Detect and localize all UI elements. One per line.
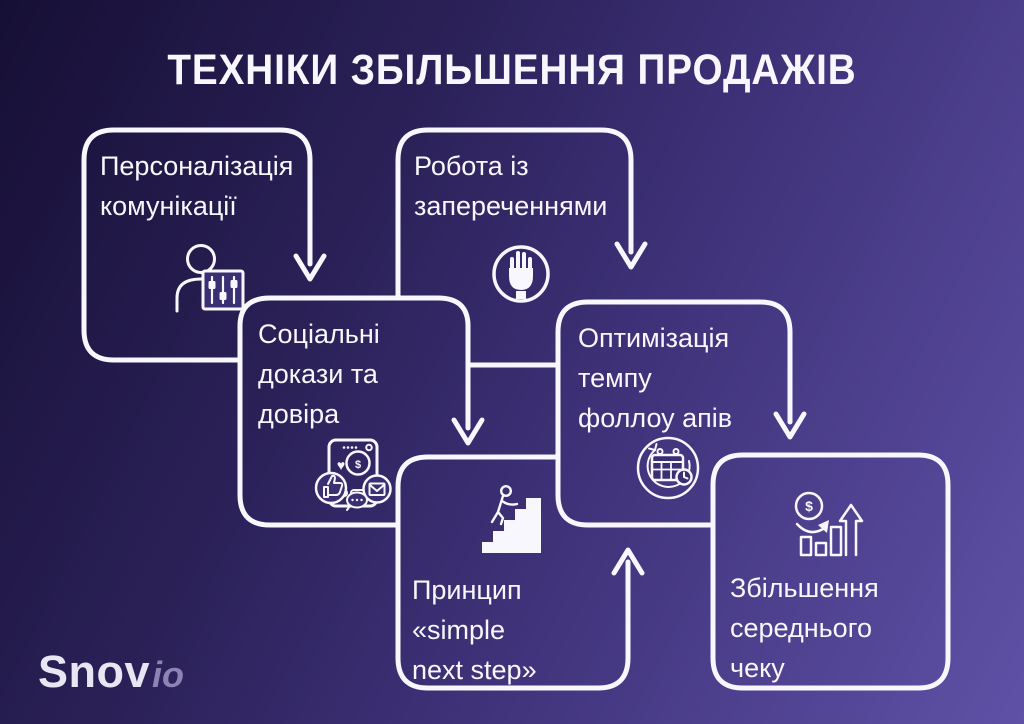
- svg-text:♥: ♥: [337, 457, 345, 473]
- arrow-social-proof-to-next-step: [451, 417, 485, 446]
- arrow-next-step-to-follow-up: [611, 547, 645, 576]
- arrow-objections-to-follow-up: [614, 241, 648, 270]
- arrow-personalization-to-social-proof: [293, 253, 327, 282]
- node-follow-up-pacing-label: Оптимізація темпу фоллоу апів: [578, 323, 733, 433]
- node-average-check-box: [710, 452, 951, 691]
- node-simple-next-step-box: [395, 454, 645, 691]
- logo-name: Snov: [38, 646, 151, 697]
- svg-text:$: $: [355, 459, 361, 471]
- person-settings-icon: [175, 244, 245, 313]
- growth-chart-icon: $: [794, 491, 864, 557]
- node-objection-handling-box: [395, 127, 648, 299]
- node-follow-up-pacing-box: [555, 299, 807, 528]
- svg-text:$: $: [805, 498, 813, 514]
- node-average-check-label: Збільшення середнього чеку: [730, 573, 879, 683]
- snov-io-logo: Snovio: [38, 646, 184, 698]
- node-social-proof-box: [237, 295, 559, 528]
- arrow-follow-up-to-average-check: [773, 411, 807, 440]
- node-simple-next-step-label: Принцип «simple next step»: [412, 575, 537, 685]
- phone-social-proof-icon: ♥ $: [314, 438, 392, 511]
- page-title: ТЕХНІКИ ЗБІЛЬШЕННЯ ПРОДАЖІВ: [167, 46, 857, 94]
- node-personalization-communication-box: [81, 127, 327, 363]
- node-objection-handling-label: Робота із запереченнями: [414, 151, 608, 221]
- stop-hand-icon: [492, 245, 550, 303]
- stairs-climb-icon: [482, 485, 541, 553]
- node-social-proof-label: Соціальні докази та довіра: [258, 319, 380, 429]
- logo-suffix: io: [152, 654, 185, 695]
- node-personalization-communication-label: Персоналізація комунікації: [100, 151, 294, 221]
- calendar-refresh-icon: [636, 436, 700, 500]
